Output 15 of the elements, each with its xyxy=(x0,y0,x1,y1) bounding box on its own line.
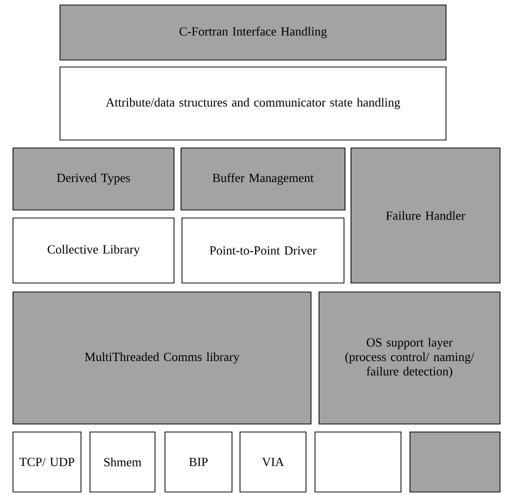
empty-box xyxy=(314,432,402,492)
layer-box: C-Fortran Interface Handling xyxy=(60,4,446,60)
layer-box: Collective Library xyxy=(12,218,174,284)
layer-box: OS support layer (process control/ naming/ failure detection) xyxy=(318,292,500,424)
layer-box: Failure Handler xyxy=(350,148,500,284)
empty-box xyxy=(410,432,500,492)
layer-box: TCP/ UDP xyxy=(12,432,82,492)
layer-box: Shmem xyxy=(90,432,156,492)
layer-box: Point-to-Point Driver xyxy=(182,218,344,284)
layer-box: Derived Types xyxy=(12,148,174,210)
layer-box: Buffer Management xyxy=(180,148,346,210)
layer-box: MultiThreaded Comms library xyxy=(12,292,312,424)
layer-box: VIA xyxy=(240,432,306,492)
layer-box: Attribute/data structures and communicator state handling xyxy=(60,66,446,140)
layer-box: BIP xyxy=(164,432,232,492)
